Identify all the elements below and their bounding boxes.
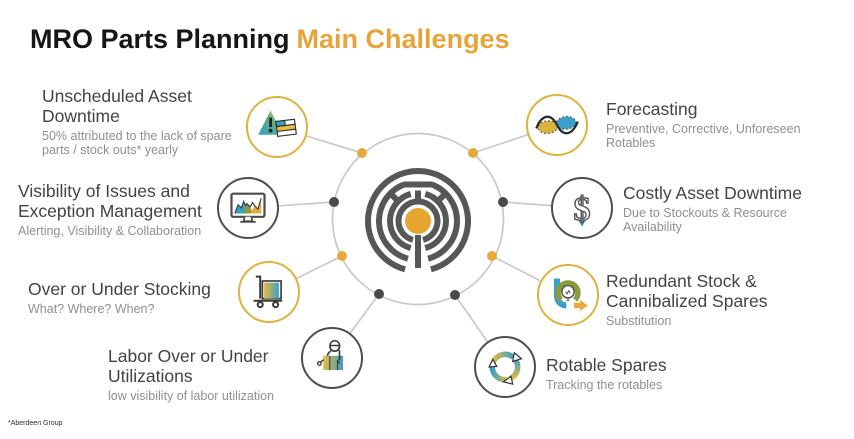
title-prefix: MRO Parts Planning	[30, 24, 290, 55]
forecast-wave-icon	[526, 94, 588, 156]
dollar-icon: $	[551, 177, 613, 239]
challenge-title: Labor Over or Under Utilizations	[108, 346, 269, 386]
challenge-title: Over or Under Stocking	[28, 279, 211, 299]
maze-icon	[365, 168, 471, 273]
footnote: *Aberdeen Group	[8, 420, 63, 427]
challenge-title: Forecasting	[606, 99, 698, 119]
challenge-redundant-stock: Redundant Stock & Cannibalized Spares Su…	[606, 271, 801, 328]
challenge-subtitle: Alerting, Visibility & Collaboration	[18, 223, 202, 238]
challenge-unscheduled-asset-downtime: Unscheduled Asset Downtime 50% attribute…	[42, 86, 257, 158]
challenge-visibility-exception-management: Visibility of Issues and Exception Manag…	[18, 181, 250, 238]
bulb-cycle-icon	[537, 264, 599, 326]
challenge-forecasting: Forecasting Preventive, Corrective, Unfo…	[606, 99, 838, 151]
challenge-over-under-stocking: Over or Under Stocking What? Where? When…	[28, 279, 263, 316]
challenge-subtitle: Substitution	[606, 313, 672, 328]
challenge-title: Redundant Stock & Cannibalized Spares	[606, 271, 768, 311]
challenge-subtitle: 50% attributed to the lack of spare part…	[42, 128, 232, 158]
hub-circle	[331, 132, 505, 306]
title-highlight: Main Challenges	[296, 24, 510, 55]
challenge-subtitle: Tracking the rotables	[546, 377, 663, 392]
worker-icon	[301, 327, 363, 389]
challenge-costly-asset-downtime: Costly Asset Downtime Due to Stockouts &…	[623, 183, 823, 235]
challenge-labor-utilizations: Labor Over or Under Utilizations low vis…	[108, 346, 298, 403]
challenge-subtitle: What? Where? When?	[28, 301, 155, 316]
hub-nodes	[329, 148, 508, 300]
svg-text:$: $	[573, 191, 590, 228]
challenge-title: Rotable Spares	[546, 355, 667, 375]
challenge-subtitle: low visibility of labor utilization	[108, 388, 275, 403]
challenge-title: Costly Asset Downtime	[623, 183, 802, 203]
monitor-chart-icon	[217, 177, 279, 239]
challenge-subtitle: Preventive, Corrective, Unforeseen Rotab…	[606, 121, 801, 151]
challenge-title: Unscheduled Asset Downtime	[42, 86, 192, 126]
challenge-subtitle: Due to Stockouts & Resource Availability	[623, 205, 787, 235]
recycle-icon	[474, 336, 536, 398]
hand-truck-icon	[238, 261, 300, 323]
challenge-rotable-spares: Rotable Spares Tracking the rotables	[546, 355, 756, 392]
connector-lines	[247, 124, 583, 368]
alert-money-icon	[246, 96, 308, 158]
challenge-title: Visibility of Issues and Exception Manag…	[18, 181, 202, 221]
maze-center-dot	[405, 208, 431, 234]
